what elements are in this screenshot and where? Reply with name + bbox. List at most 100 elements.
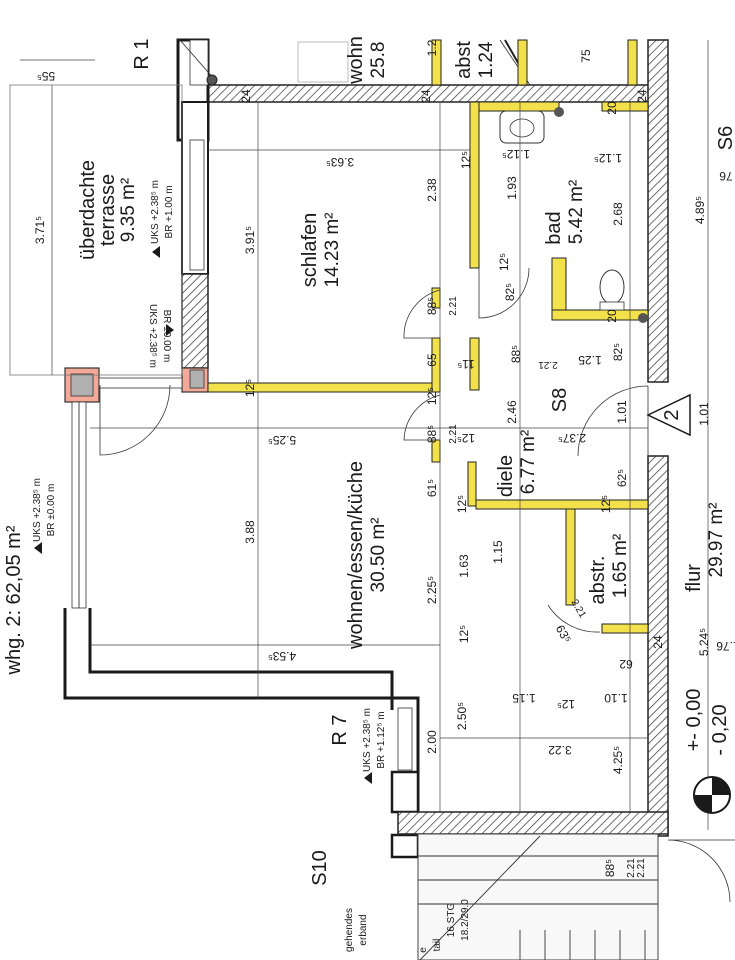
dim-363: 3.63⁵ (326, 155, 354, 169)
terrasse-uks: UKS +2.38⁵ m (150, 180, 161, 244)
unit-title: whg. 2: 62,05 m² (3, 525, 25, 675)
dim-125h: 12⁵ (455, 495, 469, 513)
label-s6: S6 (715, 126, 735, 150)
dim-125d: 12⁵ (457, 625, 471, 643)
dim-221c: 2.21 (569, 598, 588, 621)
bad-pin-2 (638, 313, 648, 323)
dim-24c: 24 (635, 89, 649, 103)
top-left-window-frame (189, 39, 209, 86)
top-pin (206, 74, 218, 86)
dim-115c: 1.15 (512, 691, 536, 705)
toilet (599, 269, 625, 305)
dim-62: 62 (619, 657, 633, 671)
dim-221e: 2.21 (538, 359, 558, 370)
dim-24d: 24 (651, 635, 665, 649)
elevation-q1 (712, 777, 730, 795)
ins-bad-left-1 (469, 101, 480, 269)
dim-221f: 2.21 (636, 858, 647, 878)
dim-125i: 12⁵ (599, 495, 613, 513)
left-wall-solid (181, 273, 209, 369)
dim-885a: 88⁵ (425, 297, 439, 315)
dim-221a: 2.21 (448, 296, 459, 316)
dim-221b: 2.21 (448, 424, 459, 444)
bottom-pier (390, 833, 420, 859)
room-abst-top-name: abst (453, 41, 475, 79)
label-r7: R 7 (329, 714, 351, 745)
ins-top-right (517, 39, 528, 86)
staircase (417, 833, 659, 960)
r7-window (397, 707, 413, 771)
room-flur-area: 29.97 m² (706, 503, 727, 578)
dim-176a: 76 (719, 169, 733, 183)
dim-101a: 1.01 (615, 400, 629, 424)
dim-237: 2.37⁵ (558, 431, 586, 445)
entry-door-swing (667, 839, 735, 903)
dim-20b: 20 (605, 309, 619, 323)
room-wohnen-name: wohnen/essen/küche (345, 461, 367, 650)
label-s10: S10 (309, 850, 331, 886)
room-terrasse-name1: überdachte (77, 160, 99, 260)
door-bad (478, 267, 530, 319)
room-flur-name: flur (683, 564, 705, 592)
dim-65: 65 (425, 353, 439, 367)
dim-825a: 82⁵ (503, 283, 517, 301)
left-window-upper (189, 139, 205, 271)
door-uks-label: UKS +2.38⁵ m (147, 304, 158, 368)
dim-55: 55⁵ (37, 69, 55, 83)
ins-bad-top (478, 101, 560, 112)
unit-br: BR ±0.00 m (46, 484, 57, 537)
level-arrow-r7 (364, 772, 372, 784)
ins-bad-shower (551, 257, 567, 315)
room-terrasse-area: 9.35 m² (118, 178, 139, 242)
terrace-door-swing (99, 384, 171, 456)
label-detail: tail (432, 939, 443, 952)
dim-615: 61⁵ (425, 479, 439, 497)
door-flur (577, 385, 649, 457)
dim-246: 2.46 (505, 400, 519, 424)
r7-pier (390, 770, 420, 814)
washbasin-bowl (509, 118, 535, 138)
pillar-corner-inner (70, 373, 94, 397)
ins-diele-left (467, 461, 477, 507)
door-br-label: BR ±0.00 m (161, 310, 172, 363)
dim-125g: 12⁵ (457, 431, 475, 445)
stair-frame (417, 833, 659, 960)
kitchen-sink (297, 41, 349, 83)
dim-391: 3.91⁵ (243, 226, 257, 254)
dim-322: 3.22 (548, 743, 572, 757)
dim-115a: 11⁵ (457, 357, 474, 371)
dim-238a: 2.38 (425, 178, 439, 202)
r7-br: BR +1.12⁵ m (376, 711, 387, 768)
ins-bad-shower-h (551, 309, 649, 321)
ins-top-far (627, 39, 638, 86)
terrace-outline (9, 84, 183, 376)
ins-abstr-bottom (601, 623, 649, 634)
toilet-tank (599, 301, 625, 311)
pillar-small-inner (189, 369, 205, 389)
level-arrow-unit (34, 542, 42, 554)
dim-371: 3.71⁵ (33, 216, 47, 244)
stair-diagonal (419, 835, 541, 960)
top-diagonal (179, 39, 216, 81)
dim-221d: 2.21 (626, 858, 637, 878)
dim-112a: 1.12⁵ (502, 147, 530, 161)
dim-885c: 88⁵ (425, 425, 439, 443)
dim-101b: 1.01 (697, 402, 711, 426)
dim-425: 4.25⁵ (611, 746, 625, 774)
label-verband2: erband (358, 914, 369, 945)
door-schlafen (403, 289, 441, 339)
dim-225: 2.25⁵ (425, 576, 439, 604)
elevation-zero: +- 0,00 (683, 689, 705, 752)
label-stg1: 16 STG (446, 903, 457, 938)
dim-125f: 12⁵ (425, 387, 439, 405)
room-diele-name: diele (495, 455, 517, 497)
washbasin (499, 110, 545, 144)
section-triangle (646, 393, 691, 437)
label-s8: S8 (549, 388, 571, 412)
ins-top-left (431, 39, 442, 86)
label-r1: R 1 (131, 38, 153, 69)
terrasse-br: BR +1.00 m (164, 185, 175, 238)
right-wall-upper (647, 39, 669, 383)
dim-12top: 1.2 (425, 39, 439, 56)
